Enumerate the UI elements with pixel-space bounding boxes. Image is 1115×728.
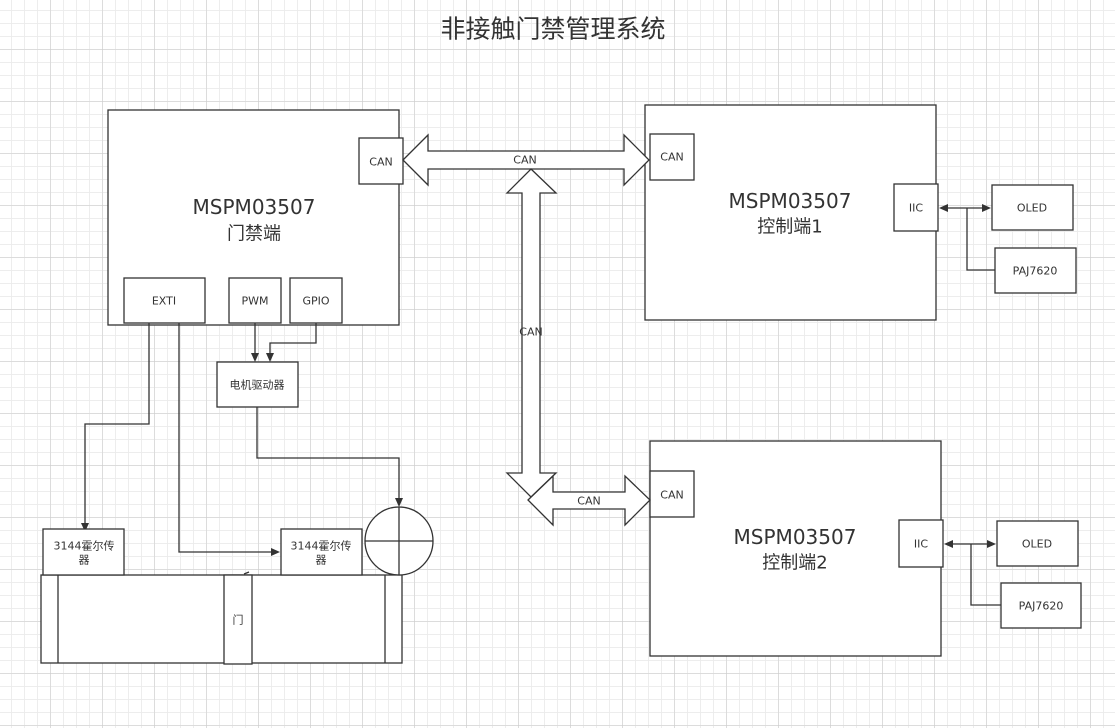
motor-driver-label: 电机驱动器	[230, 378, 285, 392]
control-1-paj7620[interactable]: PAJ7620	[994, 247, 1077, 294]
gpio-label: GPIO	[302, 295, 329, 308]
control-2-iic-port[interactable]: IIC	[898, 519, 944, 568]
door-end-can-label: CAN	[369, 156, 392, 169]
pwm-label: PWM	[241, 295, 268, 308]
gpio-port[interactable]: GPIO	[289, 277, 343, 324]
door-track	[40, 574, 403, 664]
control-1-can-label: CAN	[660, 151, 683, 164]
arrowhead-icon	[944, 540, 953, 548]
hall-sensor-left-label-2: 器	[79, 554, 90, 567]
control-2-oled-label: OLED	[1022, 538, 1052, 551]
door-end-can-port[interactable]: CAN	[358, 137, 404, 185]
control-2-paj7620-label: PAJ7620	[1019, 600, 1064, 613]
control-1-can-port[interactable]: CAN	[649, 133, 695, 181]
door-end-mcu[interactable]: MSPM03507 门禁端 CAN EXTI PWM GPIO	[107, 109, 404, 326]
pwm-port[interactable]: PWM	[228, 277, 282, 324]
hall-sensor-left-label-1: 3144霍尔传	[54, 540, 115, 553]
door-end-chip-label: MSPM03507	[193, 195, 316, 219]
door-label: 门	[233, 613, 244, 627]
control-end-1-mcu[interactable]: MSPM03507 控制端1 CAN IIC	[644, 104, 939, 321]
hall-sensor-right-label-1: 3144霍尔传	[291, 540, 352, 553]
can-bus-top-arrow	[402, 133, 650, 187]
exti-port[interactable]: EXTI	[123, 277, 206, 324]
connections	[81, 323, 403, 556]
control-2-iic-label: IIC	[914, 538, 928, 551]
can-bus-bottom-arrow	[527, 474, 651, 527]
control-1-chip-label: MSPM03507	[729, 189, 852, 213]
arrowhead-icon	[395, 498, 403, 507]
can-bus-bottom-label: CAN	[577, 495, 600, 508]
control-2-can-port[interactable]: CAN	[649, 470, 695, 518]
small-mark	[243, 571, 250, 575]
arrowhead-icon	[939, 204, 948, 212]
control-end-2-mcu[interactable]: MSPM03507 控制端2 CAN IIC	[649, 440, 944, 657]
control-1-paj7620-label: PAJ7620	[1013, 265, 1058, 278]
arrowhead-icon	[266, 353, 274, 362]
control-2-oled[interactable]: OLED	[996, 520, 1079, 567]
arrowhead-icon	[987, 540, 996, 548]
control-2-iic-bus	[944, 540, 1001, 606]
exti-label: EXTI	[152, 295, 176, 308]
control-2-paj7620[interactable]: PAJ7620	[1000, 582, 1082, 629]
control-2-chip-label: MSPM03507	[734, 525, 857, 549]
hall-sensor-right-label-2: 器	[316, 554, 327, 567]
control-1-iic-label: IIC	[909, 202, 923, 215]
motor-icon	[364, 506, 434, 576]
can-bus-vertical-label: CAN	[519, 326, 542, 339]
control-2-role-label: 控制端2	[762, 553, 827, 574]
arrowhead-icon	[251, 353, 259, 362]
arrowhead-icon	[81, 523, 89, 532]
arrowhead-icon	[982, 204, 991, 212]
motor-driver[interactable]: 电机驱动器	[216, 361, 299, 408]
hall-sensor-left[interactable]: 3144霍尔传 器	[42, 528, 125, 576]
control-1-iic-bus	[939, 204, 995, 271]
hall-sensor-right[interactable]: 3144霍尔传 器	[280, 528, 363, 576]
door-end-role-label: 门禁端	[227, 224, 281, 245]
control-1-oled[interactable]: OLED	[991, 184, 1074, 231]
can-bus-top-label: CAN	[513, 154, 536, 167]
door-panel[interactable]: 门	[223, 574, 253, 665]
control-2-box[interactable]	[649, 440, 942, 657]
control-1-role-label: 控制端1	[757, 217, 822, 238]
control-1-iic-port[interactable]: IIC	[893, 183, 939, 232]
control-1-oled-label: OLED	[1017, 202, 1047, 215]
arrowhead-icon	[271, 548, 280, 556]
control-2-can-label: CAN	[660, 489, 683, 502]
diagram-title: 非接触门禁管理系统	[440, 15, 665, 44]
